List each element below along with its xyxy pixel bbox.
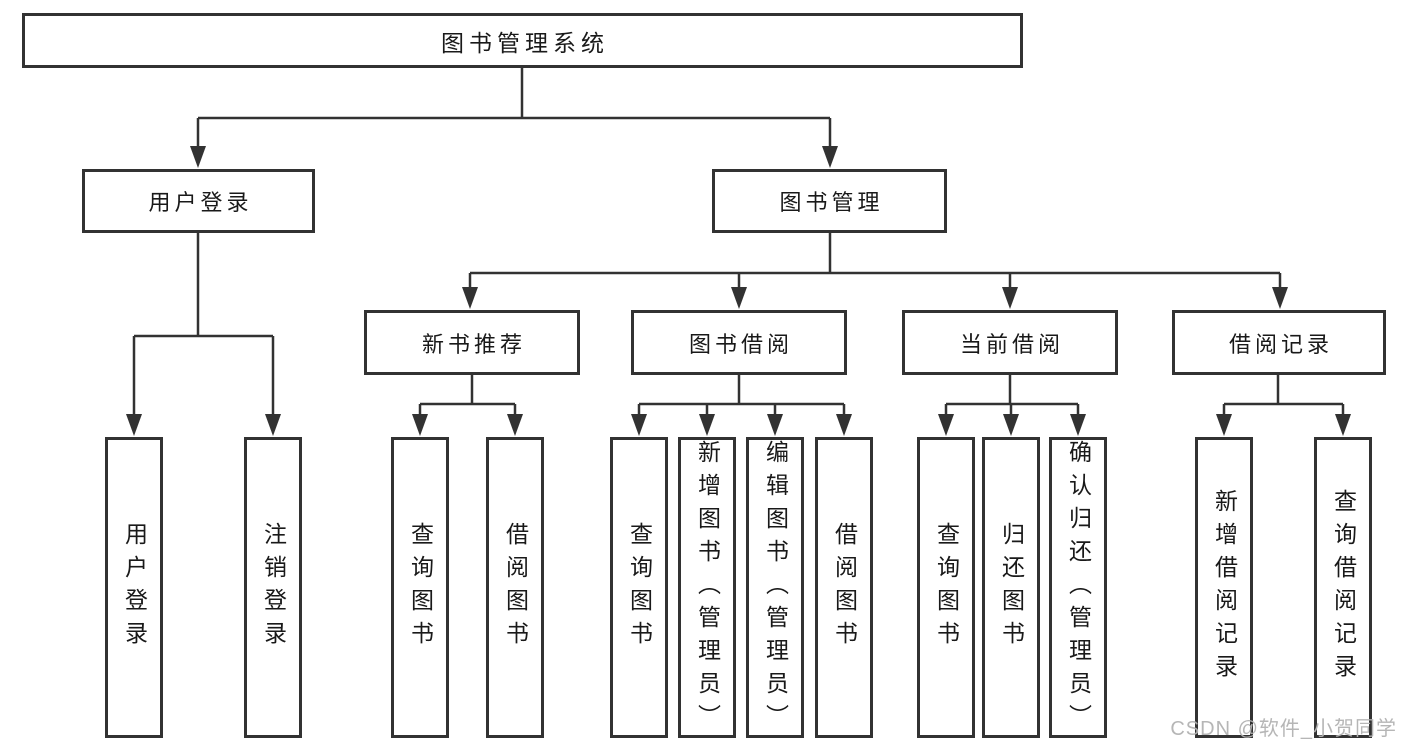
node-book-management: 图书管理 — [712, 169, 947, 233]
arrowhead-down — [1070, 414, 1086, 436]
node-borrow-records: 借阅记录 — [1172, 310, 1386, 375]
connector-current-borrow-branch — [938, 375, 1086, 436]
leaf-query-borrow-record: 查询借阅记录 — [1314, 437, 1372, 738]
connector-book-management-branch — [462, 233, 1288, 309]
arrowhead-down — [190, 146, 206, 168]
arrowhead-down — [699, 414, 715, 436]
arrowhead-down — [1002, 287, 1018, 309]
arrowhead-down — [767, 414, 783, 436]
leaf-query-books-borrow: 查询图书 — [610, 437, 668, 738]
connector-new-book-recommend-branch — [412, 375, 523, 436]
arrowhead-down — [836, 414, 852, 436]
connector-borrow-records-branch — [1216, 375, 1351, 436]
node-user-login: 用户登录 — [82, 169, 315, 233]
csdn-watermark: CSDN @软件_小贺同学 — [1170, 718, 1397, 740]
arrowhead-down — [462, 287, 478, 309]
leaf-borrow-books: 借阅图书 — [815, 437, 873, 738]
arrowhead-down — [507, 414, 523, 436]
arrowhead-down — [126, 414, 142, 436]
arrowhead-down — [1216, 414, 1232, 436]
leaf-query-books-recommend: 查询图书 — [391, 437, 449, 738]
arrowhead-down — [412, 414, 428, 436]
leaf-query-books-current: 查询图书 — [917, 437, 975, 738]
connector-user-login-branch — [126, 233, 281, 436]
leaf-borrow-books-recommend: 借阅图书 — [486, 437, 544, 738]
leaf-add-book-admin: 新增图书（管理员） — [678, 437, 736, 738]
node-new-book-recommend: 新书推荐 — [364, 310, 580, 375]
arrowhead-down — [265, 414, 281, 436]
node-book-borrow: 图书借阅 — [631, 310, 847, 375]
arrowhead-down — [938, 414, 954, 436]
arrowhead-down — [1272, 287, 1288, 309]
node-current-borrow: 当前借阅 — [902, 310, 1118, 375]
node-library-system: 图书管理系统 — [22, 13, 1023, 68]
leaf-user-login: 用户登录 — [105, 437, 163, 738]
connector-book-borrow-branch — [631, 375, 852, 436]
leaf-logout: 注销登录 — [244, 437, 302, 738]
leaf-return-book: 归还图书 — [982, 437, 1040, 738]
connector-root-to-level2 — [190, 68, 838, 168]
leaf-confirm-return-admin: 确认归还（管理员） — [1049, 437, 1107, 738]
leaf-add-borrow-record: 新增借阅记录 — [1195, 437, 1253, 738]
arrowhead-down — [731, 287, 747, 309]
arrowhead-down — [822, 146, 838, 168]
arrowhead-down — [1335, 414, 1351, 436]
leaf-edit-book-admin: 编辑图书（管理员） — [746, 437, 804, 738]
arrowhead-down — [1003, 414, 1019, 436]
arrowhead-down — [631, 414, 647, 436]
